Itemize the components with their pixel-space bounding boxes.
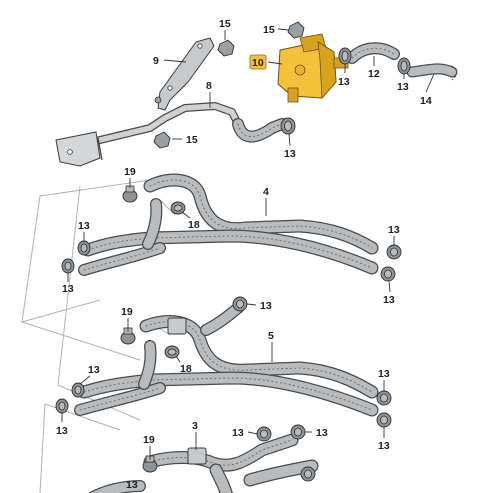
clamp-13-c bbox=[280, 117, 296, 135]
callout-13-o: 13 bbox=[126, 479, 138, 491]
part-callouts: 15 9 15 10 12 13 14 8 15 13 19 4 18 13 1… bbox=[56, 18, 432, 491]
nuts bbox=[153, 21, 305, 149]
hose-segment-top bbox=[232, 118, 288, 143]
callout-13-a: 13 bbox=[338, 76, 350, 88]
callout-4: 4 bbox=[263, 186, 269, 198]
callout-10-box bbox=[249, 54, 267, 70]
callout-13-n: 13 bbox=[316, 427, 328, 439]
hose-assembly-part-4 bbox=[78, 173, 379, 276]
hose-assembly-part-3 bbox=[88, 433, 319, 493]
callout-5: 5 bbox=[268, 330, 274, 342]
hose-assembly-part-5 bbox=[74, 302, 379, 417]
valve-part-10 bbox=[277, 33, 349, 103]
clamp-13-d bbox=[77, 240, 91, 256]
callout-15-a: 15 bbox=[219, 18, 231, 30]
nut-15-a bbox=[217, 39, 235, 57]
callout-13-i: 13 bbox=[88, 364, 100, 376]
clamp-13-l bbox=[376, 412, 392, 428]
callout-12: 12 bbox=[368, 68, 380, 80]
clamp-13-m bbox=[256, 426, 272, 442]
callout-15-b: 15 bbox=[263, 24, 275, 36]
clamp-13-k bbox=[376, 390, 392, 406]
clamp-13-b bbox=[397, 57, 411, 75]
hose-part-12 bbox=[346, 42, 400, 64]
leader-lines bbox=[61, 28, 435, 460]
nut-15-b bbox=[287, 21, 305, 39]
clamp-13-j bbox=[55, 398, 69, 414]
callout-15-c: 15 bbox=[186, 134, 198, 146]
clamp-13-n bbox=[290, 424, 306, 440]
callout-19-b: 19 bbox=[121, 306, 133, 318]
clamp-18-b bbox=[164, 345, 180, 359]
callout-9: 9 bbox=[153, 55, 159, 67]
callout-8: 8 bbox=[206, 80, 212, 92]
clamp-19-a bbox=[122, 185, 138, 203]
callout-13-l: 13 bbox=[378, 440, 390, 452]
callout-18-a: 18 bbox=[188, 219, 200, 231]
clamp-13-g bbox=[380, 266, 396, 282]
callout-13-c: 13 bbox=[284, 148, 296, 160]
callout-13-g: 13 bbox=[383, 294, 395, 306]
clamp-13-h bbox=[232, 296, 248, 312]
callout-19-c: 19 bbox=[143, 434, 155, 446]
callout-14: 14 bbox=[420, 95, 432, 107]
callout-13-j: 13 bbox=[56, 425, 68, 437]
clamp-13-i bbox=[71, 382, 85, 398]
coolant-pipe-part-8 bbox=[55, 102, 242, 167]
callout-19-a: 19 bbox=[124, 166, 136, 178]
nut-15-c bbox=[153, 131, 171, 149]
clamp-18-a bbox=[170, 201, 186, 215]
callout-13-b: 13 bbox=[397, 81, 409, 93]
callout-13-h: 13 bbox=[260, 300, 272, 312]
clamp-13-f bbox=[386, 244, 402, 260]
callout-3: 3 bbox=[192, 420, 198, 432]
callout-13-f: 13 bbox=[388, 224, 400, 236]
callout-13-m: 13 bbox=[232, 427, 244, 439]
callout-10: 10 bbox=[252, 57, 264, 69]
callout-13-d: 13 bbox=[78, 220, 90, 232]
bracket-part-9 bbox=[157, 37, 215, 111]
callout-18-b: 18 bbox=[180, 363, 192, 375]
clamp-13-a bbox=[338, 47, 352, 65]
hose-part-14 bbox=[406, 63, 458, 81]
callout-13-e: 13 bbox=[62, 283, 74, 295]
clamp-13-e bbox=[61, 258, 75, 274]
clamp-13-o bbox=[300, 466, 316, 482]
callout-13-k: 13 bbox=[378, 368, 390, 380]
